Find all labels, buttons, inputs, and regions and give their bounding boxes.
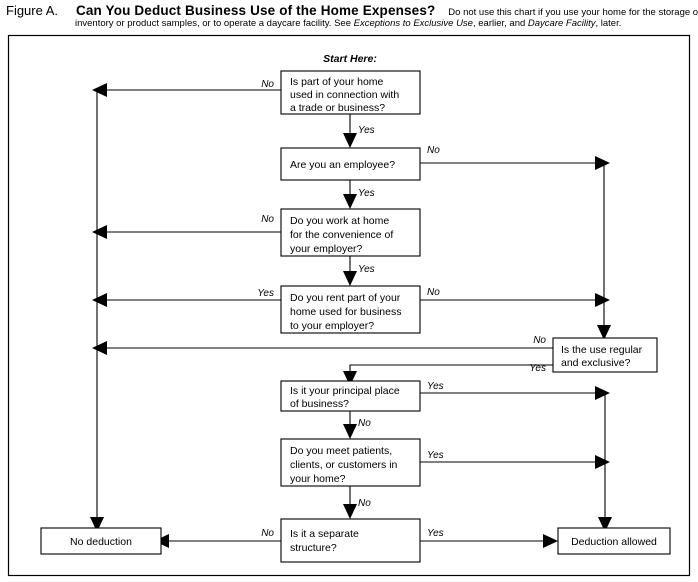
- node-q7-box[interactable]: [280, 438, 421, 487]
- node-q4-line-1: Do you rent part of your: [290, 292, 401, 304]
- figure-header-line-2: inventory or product samples, or to oper…: [75, 18, 621, 29]
- node-q4-line-2: home used for business: [290, 306, 401, 318]
- figure-label: Figure A.: [6, 3, 59, 18]
- edge-label-q8-yes: Yes: [427, 528, 444, 539]
- node-q6-box[interactable]: [280, 380, 421, 412]
- node-q3-box[interactable]: [280, 208, 421, 257]
- figure-note-line-1: Do not use this chart if you use your ho…: [448, 7, 698, 18]
- node-q6-line-2: of business?: [290, 398, 349, 410]
- figure-header: Figure A. Can You Deduct Business Use of…: [0, 0, 698, 34]
- arrowhead-q2-yes: [343, 194, 357, 209]
- arrowhead-q6-no: [343, 424, 357, 439]
- start-here-label: Start Here:: [323, 53, 377, 65]
- node-q4-line-3: to your employer?: [290, 320, 374, 332]
- node-q5-regular-and-exclusive[interactable]: Is the use regular and exclusive?: [552, 337, 658, 373]
- arrowhead-q3-yes: [343, 271, 357, 286]
- node-q2-are-you-an-employee[interactable]: Are you an employee?: [280, 147, 421, 181]
- node-deduction-allowed-label: Deduction allowed: [571, 536, 657, 548]
- node-q1-line-2: used in connection with: [290, 89, 399, 101]
- node-no-deduction-box[interactable]: [40, 527, 162, 555]
- node-q4-rent-part-of-home[interactable]: Do you rent part of your home used for b…: [280, 285, 421, 334]
- figure-note-ref-exceptions: Exceptions to Exclusive Use: [353, 18, 473, 29]
- figure-note-line-2-part-a: inventory or product samples, or to oper…: [75, 18, 354, 29]
- node-q2-line-1: Are you an employee?: [290, 159, 395, 171]
- edge-label-q8-no: No: [261, 528, 274, 539]
- arrowhead-q5-no: [92, 341, 107, 355]
- connector-q5-yes: [349, 364, 553, 381]
- node-q8-separate-structure[interactable]: Is it a separate structure?: [280, 518, 421, 563]
- edge-label-q7-yes: Yes: [427, 450, 444, 461]
- arrowhead-q1-yes: [343, 133, 357, 148]
- node-q5-box[interactable]: [552, 337, 658, 373]
- node-q6-principal-place-of-business[interactable]: Is it your principal place of business?: [280, 380, 421, 412]
- edge-label-q1-no: No: [261, 79, 274, 90]
- arrowhead-q4-no: [595, 293, 610, 307]
- edge-label-q2-no: No: [427, 145, 440, 156]
- node-q8-line-1: Is it a separate: [290, 528, 359, 540]
- node-q3-line-3: your employer?: [290, 243, 363, 255]
- node-q5-line-2: and exclusive?: [561, 357, 631, 369]
- edge-label-q7-no: No: [358, 498, 371, 509]
- arrowhead-q2-no: [595, 156, 610, 170]
- figure-title: Can You Deduct Business Use of the Home …: [75, 3, 436, 18]
- arrowhead-q1-no: [92, 83, 107, 97]
- edge-label-q6-yes: Yes: [427, 381, 444, 392]
- node-q8-box[interactable]: [280, 518, 421, 563]
- arrowhead-left-spine-to-no-deduction: [90, 517, 104, 532]
- node-no-deduction-label: No deduction: [70, 536, 132, 548]
- node-q3-line-1: Do you work at home: [290, 215, 389, 227]
- node-q3-line-2: for the convenience of: [290, 229, 393, 241]
- edge-label-q1-yes: Yes: [358, 125, 375, 136]
- arrowhead-q3-no: [92, 225, 107, 239]
- arrowhead-right-spine-to-deduction-allowed: [598, 517, 612, 532]
- node-outcome-no-deduction[interactable]: No deduction: [40, 527, 162, 555]
- arrowhead-q7-yes: [595, 455, 610, 469]
- node-q7-line-3: your home?: [290, 473, 346, 485]
- node-q7-line-2: clients, or customers in: [290, 459, 398, 471]
- edge-label-q2-yes: Yes: [358, 188, 375, 199]
- node-q1-box[interactable]: [280, 70, 421, 115]
- node-deduction-allowed-box[interactable]: [557, 527, 671, 555]
- edge-label-q3-yes: Yes: [358, 264, 375, 275]
- node-q4-box[interactable]: [280, 285, 421, 334]
- arrowhead-q7-no: [343, 504, 357, 519]
- edge-label-q5-yes: Yes: [529, 363, 546, 374]
- arrowhead-q4-yes: [92, 293, 107, 307]
- node-q2-box[interactable]: [280, 147, 421, 181]
- figure-note-line-2-part-c: , later.: [595, 18, 622, 29]
- node-q7-meet-patients-clients-customers[interactable]: Do you meet patients, clients, or custom…: [280, 438, 421, 487]
- node-outcome-deduction-allowed[interactable]: Deduction allowed: [557, 527, 671, 555]
- node-q5-line-1: Is the use regular: [561, 344, 643, 356]
- arrowhead-q6-yes: [595, 386, 610, 400]
- arrowhead-right-spine-to-q5: [597, 325, 611, 340]
- node-q7-line-1: Do you meet patients,: [290, 445, 392, 457]
- edge-label-q3-no: No: [261, 214, 274, 225]
- edge-label-q5-no: No: [533, 335, 546, 346]
- arrowhead-q8-yes: [543, 534, 558, 548]
- edge-label-q6-no: No: [358, 418, 371, 429]
- node-q3-work-at-home-convenience[interactable]: Do you work at home for the convenience …: [280, 208, 421, 257]
- figure-header-line-1: Figure A. Can You Deduct Business Use of…: [6, 2, 698, 20]
- node-q1-line-3: a trade or business?: [290, 102, 385, 114]
- edge-label-q4-yes: Yes: [257, 288, 274, 299]
- node-q1-line-1: Is part of your home: [290, 76, 384, 88]
- node-q6-line-1: Is it your principal place: [290, 385, 400, 397]
- figure-note-line-2-part-b: , earlier, and: [472, 18, 528, 29]
- chart-border: [7, 34, 691, 577]
- edge-label-q4-no: No: [427, 287, 440, 298]
- arrowhead-q5-yes: [343, 371, 357, 386]
- node-q8-line-2: structure?: [290, 542, 337, 554]
- node-q1-home-used-for-trade[interactable]: Is part of your home used in connection …: [280, 70, 421, 115]
- figure-note-ref-daycare: Daycare Facility: [527, 18, 596, 29]
